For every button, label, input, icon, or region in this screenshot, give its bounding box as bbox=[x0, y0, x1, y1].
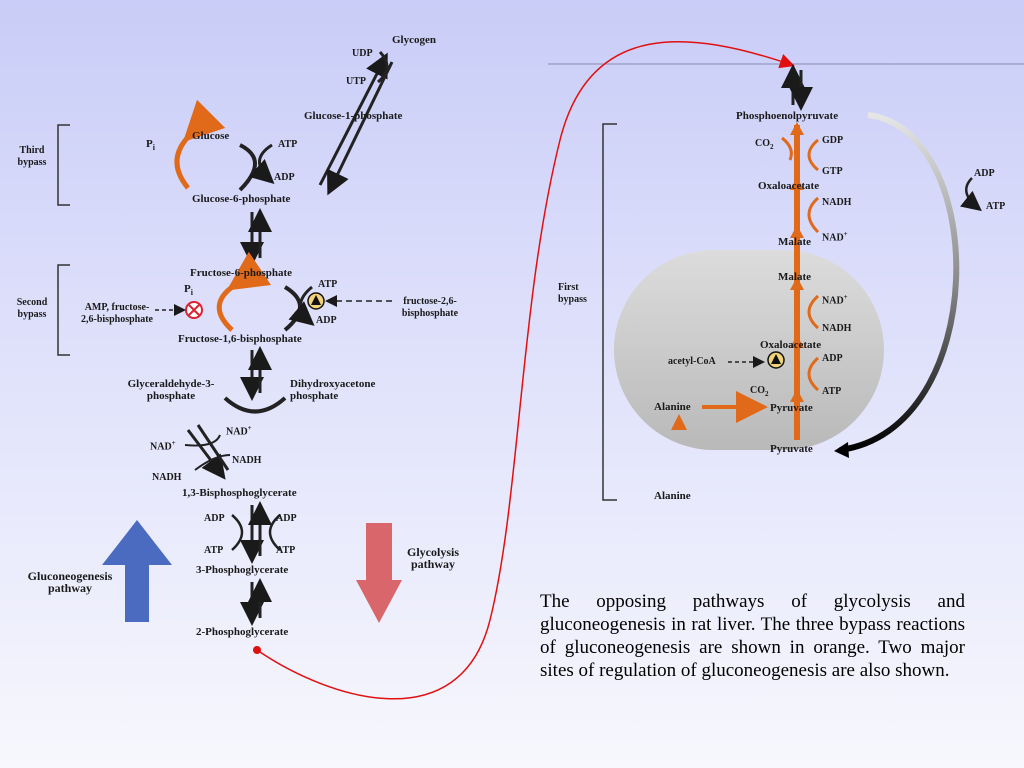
atp-right-label-2: ATP bbox=[822, 386, 842, 397]
g6p-f6p-arrows bbox=[240, 208, 272, 266]
co2-arc bbox=[781, 136, 793, 161]
amp-inhibitor-label: AMP, fructose-2,6-bisphosphate bbox=[81, 302, 153, 325]
glycogen-double-arrow bbox=[318, 52, 394, 196]
nadh-right-label-2: NADH bbox=[822, 323, 852, 334]
atp-label-4: ATP bbox=[276, 545, 296, 556]
gdp-label: GDP bbox=[822, 135, 844, 146]
atp-label-2: ATP bbox=[318, 279, 338, 290]
red-connector-line bbox=[256, 40, 795, 700]
pi-orange-arc-1 bbox=[174, 99, 226, 190]
red-connector-dot bbox=[253, 646, 261, 654]
nad-right-label-2: NAD+ bbox=[822, 293, 848, 307]
2-phosphoglycerate-label: 2-Phosphoglycerate bbox=[196, 626, 289, 638]
mitochondrion bbox=[614, 250, 884, 450]
co2-label-1: CO2 bbox=[755, 138, 774, 151]
pi-label-1: Pi bbox=[146, 138, 155, 153]
adp-label-2: ADP bbox=[316, 315, 337, 326]
pi-orange-arc-2 bbox=[216, 251, 272, 332]
activation-symbol bbox=[307, 292, 325, 310]
second-bypass-bracket bbox=[57, 264, 70, 356]
orange-side-arcs bbox=[807, 138, 820, 392]
gluconeogenesis-big-arrow bbox=[102, 520, 172, 622]
activation-symbol-right bbox=[767, 351, 785, 369]
1-3-bisphosphoglycerate-label: 1,3-Bisphosphoglycerate bbox=[182, 487, 297, 499]
atp-label-1: ATP bbox=[278, 139, 298, 150]
glycolysis-big-arrow bbox=[356, 523, 402, 623]
alanine-label-1: Alanine bbox=[654, 401, 691, 413]
figure-caption: The opposing pathways of glycolysis and … bbox=[540, 591, 965, 681]
first-bypass-bracket bbox=[602, 123, 617, 501]
pk-gray-arc bbox=[839, 112, 960, 453]
third-bypass-bracket bbox=[57, 124, 70, 206]
bpg-3pg-arrows bbox=[231, 501, 281, 564]
gtp-label: GTP bbox=[822, 166, 843, 177]
third-bypass-label: Third bypass bbox=[17, 145, 47, 168]
pyruvate-label-2: Pyruvate bbox=[770, 443, 813, 455]
malate-label-2: Malate bbox=[778, 271, 811, 283]
adp-label-4: ADP bbox=[276, 513, 297, 524]
atp-adp-arc-1 bbox=[238, 143, 257, 192]
oxaloacetate-label-1: Oxaloacetate bbox=[758, 180, 820, 192]
pyruvate-label-1: Pyruvate bbox=[770, 402, 813, 414]
adp-right-label: ADP bbox=[974, 168, 995, 179]
dihydroxyacetone-phosphate-label: Dihydroxyacetone phosphate bbox=[290, 378, 376, 402]
second-bypass-label: Second bypass bbox=[16, 297, 48, 320]
3pg-2pg-arrows bbox=[240, 578, 272, 626]
glycolysis-pathway-label: Glycolysis pathway bbox=[406, 545, 459, 571]
glucose-1-phosphate-label: Glucose-1-phosphate bbox=[304, 110, 403, 122]
nad-label-2: NAD+ bbox=[150, 439, 176, 453]
adp-atp-arc-right bbox=[960, 177, 982, 212]
nad-right-label-1: NAD+ bbox=[822, 230, 848, 244]
nadh-label-1: NADH bbox=[232, 455, 262, 466]
glucose-label: Glucose bbox=[192, 130, 230, 142]
orange-trunk-arrowheads bbox=[790, 122, 804, 402]
glucose-6-phosphate-label: Glucose-6-phosphate bbox=[192, 193, 291, 205]
malate-label-1: Malate bbox=[778, 236, 811, 248]
first-bypass-label: First bypass bbox=[558, 282, 587, 305]
pep-double-arrow bbox=[781, 64, 813, 111]
f16bp-triose-arrows bbox=[240, 346, 272, 401]
udp-utp-curve bbox=[377, 50, 389, 84]
acetyl-coa-label: acetyl-CoA bbox=[668, 356, 716, 367]
utp-label: UTP bbox=[346, 76, 366, 87]
nadh-right-label-1: NADH bbox=[822, 197, 852, 208]
nad-label-1: NAD+ bbox=[226, 424, 252, 438]
aldolase-curve bbox=[223, 396, 287, 414]
f26bp-activator-label: fructose-2,6-bisphosphate bbox=[401, 296, 459, 319]
fructose-1-6-bisphosphate-label: Fructose-1,6-bisphosphate bbox=[178, 333, 302, 345]
adp-right-label-2: ADP bbox=[822, 353, 843, 364]
phosphoenolpyruvate-label: Phosphoenolpyruvate bbox=[736, 110, 839, 122]
atp-right-label: ATP bbox=[986, 201, 1006, 212]
gluconeogenesis-pathway-label: Gluconeogenesis pathway bbox=[27, 569, 113, 595]
co2-label-2: CO2 bbox=[750, 385, 769, 398]
oxaloacetate-label-2: Oxaloacetate bbox=[760, 339, 822, 351]
pi-label-2: Pi bbox=[184, 283, 193, 298]
glyceraldehyde-3-phosphate-label: Glyceraldehyde-3-phosphate bbox=[127, 378, 215, 402]
glycogen-label: Glycogen bbox=[392, 34, 436, 46]
adp-label-3: ADP bbox=[204, 513, 225, 524]
alanine-label-2: Alanine bbox=[654, 490, 691, 502]
nad-cross-arrows bbox=[184, 424, 231, 480]
atp-adp-arc-2 bbox=[283, 285, 302, 332]
fructose-6-phosphate-label: Fructose-6-phosphate bbox=[190, 267, 293, 279]
adp-label-1: ADP bbox=[274, 172, 295, 183]
udp-label: UDP bbox=[352, 48, 373, 59]
inhibition-symbol bbox=[185, 301, 203, 319]
3-phosphoglycerate-label: 3-Phosphoglycerate bbox=[196, 564, 289, 576]
nadh-label-2: NADH bbox=[152, 472, 182, 483]
atp-label-3: ATP bbox=[204, 545, 224, 556]
